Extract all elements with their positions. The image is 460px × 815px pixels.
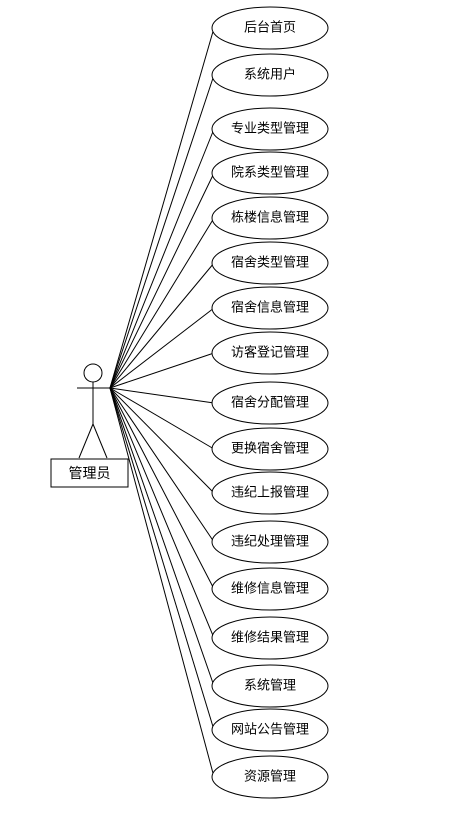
use-case-label: 栋楼信息管理 (231, 210, 309, 226)
actor-label: 管理员 (69, 466, 111, 482)
use-case-label: 网站公告管理 (231, 723, 309, 738)
use-case-label: 资源管理 (244, 770, 296, 785)
use-case: 宿舍信息管理 (211, 286, 329, 330)
association-line (109, 387, 215, 731)
use-case-label: 违纪处理管理 (231, 535, 309, 550)
association-line (109, 172, 215, 389)
use-case-label: 违纪上报管理 (231, 486, 309, 501)
use-case-label: 宿舍信息管理 (231, 300, 309, 316)
use-case: 资源管理 (211, 755, 329, 799)
use-case-ellipse (211, 520, 329, 564)
use-case-ellipse (211, 664, 329, 708)
use-case: 宿舍类型管理 (211, 241, 329, 285)
association-line (109, 128, 215, 389)
association-line (109, 352, 215, 389)
use-case-label: 专业类型管理 (231, 122, 309, 137)
use-case-ellipse (211, 381, 329, 425)
use-case: 网站公告管理 (211, 708, 329, 752)
use-case-ellipse (211, 196, 329, 240)
association-line (109, 387, 215, 404)
use-case: 宿舍分配管理 (211, 381, 329, 425)
use-case-ellipse (211, 241, 329, 285)
use-case-list: 后台首页系统用户专业类型管理院系类型管理栋楼信息管理宿舍类型管理宿舍信息管理访客… (211, 6, 329, 799)
actor-figure: 管理员 (50, 363, 129, 488)
association-line (109, 27, 215, 389)
association-line (109, 387, 215, 494)
use-case: 后台首页 (211, 6, 329, 50)
actor-label-box (50, 458, 129, 488)
use-case-ellipse (211, 471, 329, 515)
association-line (109, 387, 215, 639)
use-case-label: 宿舍类型管理 (231, 255, 309, 271)
association-line (109, 387, 215, 778)
association-line (109, 387, 215, 543)
use-case: 维修信息管理 (211, 567, 329, 611)
use-case-ellipse (211, 107, 329, 151)
use-case-ellipse (211, 151, 329, 195)
use-case: 系统用户 (211, 53, 329, 97)
use-case: 系统管理 (211, 664, 329, 708)
use-case-label: 后台首页 (244, 21, 296, 36)
use-case-ellipse (211, 331, 329, 375)
use-case-ellipse (211, 708, 329, 752)
association-line (109, 387, 215, 450)
use-case: 院系类型管理 (211, 151, 329, 195)
use-case-label: 系统管理 (244, 679, 296, 694)
use-case-ellipse (211, 427, 329, 471)
use-case: 专业类型管理 (211, 107, 329, 151)
actor-right-leg (92, 423, 108, 459)
use-case-label: 访客登记管理 (231, 345, 309, 361)
association-line (109, 262, 215, 389)
use-case: 访客登记管理 (211, 331, 329, 375)
use-case-ellipse (211, 616, 329, 660)
association-line (109, 74, 215, 389)
use-case: 违纪上报管理 (211, 471, 329, 515)
use-case-label: 更换宿舍管理 (231, 441, 309, 457)
use-case-label: 维修结果管理 (231, 631, 309, 646)
use-case-label: 宿舍分配管理 (231, 395, 309, 411)
actor-head (83, 363, 103, 383)
use-case-ellipse (211, 755, 329, 799)
use-case: 违纪处理管理 (211, 520, 329, 564)
use-case-label: 院系类型管理 (231, 166, 309, 181)
association-line (109, 387, 215, 590)
use-case-ellipse (211, 286, 329, 330)
use-case: 维修结果管理 (211, 616, 329, 660)
association-line (109, 387, 215, 687)
use-case: 更换宿舍管理 (211, 427, 329, 471)
association-lines (109, 27, 215, 778)
association-line (109, 307, 215, 389)
association-line (109, 217, 215, 389)
use-case-ellipse (211, 6, 329, 50)
use-case: 栋楼信息管理 (211, 196, 329, 240)
use-case-label: 系统用户 (244, 67, 296, 83)
use-case-label: 维修信息管理 (231, 581, 309, 597)
actor-left-leg (78, 423, 94, 459)
use-case-ellipse (211, 53, 329, 97)
use-case-ellipse (211, 567, 329, 611)
